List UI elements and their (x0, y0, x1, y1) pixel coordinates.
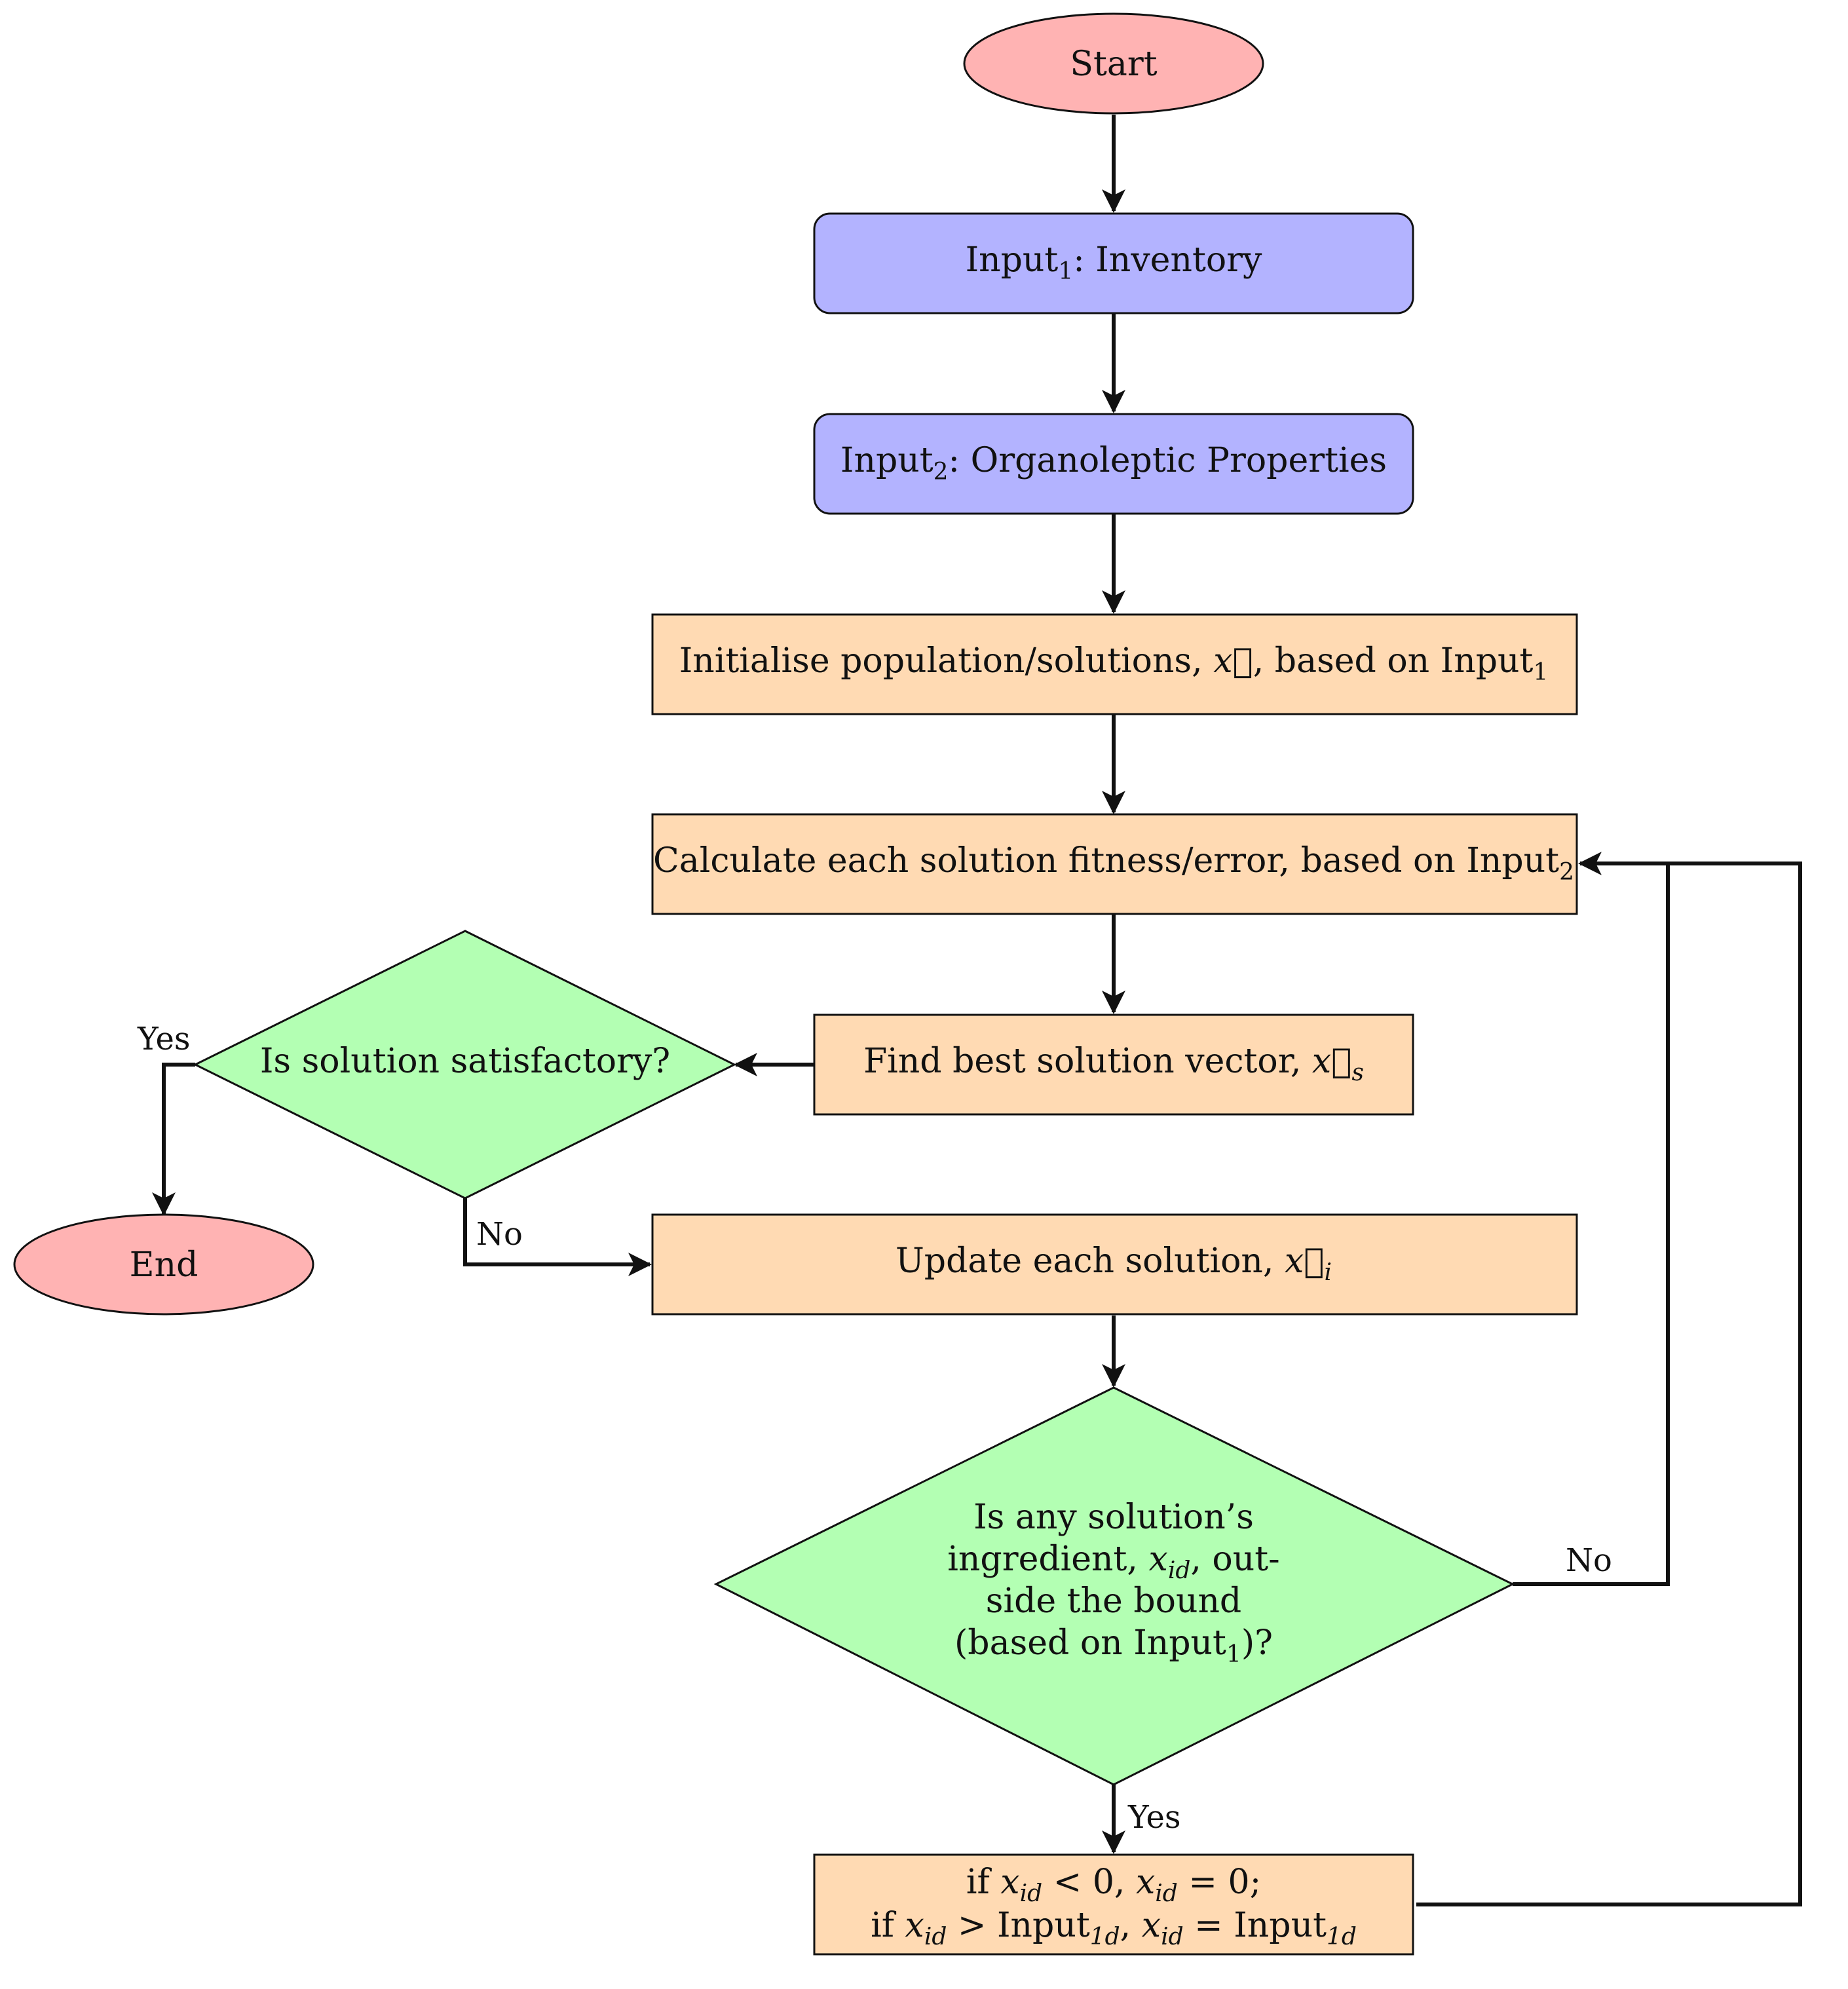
input1-label: Input1: Inventory (966, 240, 1262, 285)
bound-label-line3: side the bound (986, 1582, 1241, 1621)
best-node (813, 1013, 1414, 1116)
nodes (13, 12, 1578, 1956)
start-node (963, 12, 1264, 115)
calc-label: Calculate each solution fitness/error, b… (653, 841, 1574, 886)
clamp-label-line2: if xid > Input1d, xid = Input1d (871, 1906, 1357, 1950)
edge-bound-no-calc (1513, 852, 1670, 1586)
bound-label: Is any solution’s ingredient, xid, out- … (947, 1498, 1279, 1668)
edge-satisfactory-yes-end (152, 1063, 195, 1216)
edge-label-satisfactory-no: No (476, 1216, 523, 1253)
clamp-label: if xid < 0, xid = 0; if xid > Input1d, x… (871, 1863, 1357, 1950)
satisfactory-decision (193, 930, 737, 1200)
init-label: Initialise population/solutions, x⃗, bas… (679, 641, 1549, 686)
satisfactory-label: Is solution satisfactory? (260, 1042, 670, 1081)
edges (152, 115, 1802, 1906)
end-node (13, 1213, 314, 1316)
edge-label-bound-no: No (1566, 1542, 1612, 1579)
edge-label-bound-yes: Yes (1127, 1799, 1181, 1836)
bound-label-line1: Is any solution’s (973, 1498, 1254, 1537)
bound-decision (713, 1386, 1515, 1786)
bound-label-line4: (based on Input1)? (954, 1623, 1273, 1668)
clamp-label-line1: if xid < 0, xid = 0; (966, 1863, 1261, 1907)
calc-node (651, 813, 1578, 915)
end-label: End (130, 1245, 198, 1285)
edge-label-satisfactory-yes: Yes (137, 1021, 191, 1057)
best-label: Find best solution vector, x⃗s (863, 1042, 1364, 1086)
input2-node (813, 413, 1414, 515)
start-label: Start (1070, 45, 1157, 84)
update-label: Update each solution, x⃗i (896, 1241, 1332, 1286)
input2-label: Input2: Organoleptic Properties (840, 441, 1387, 485)
init-node (651, 613, 1578, 715)
bound-label-line2: ingredient, xid, out- (947, 1540, 1279, 1584)
clamp-node (813, 1853, 1414, 1956)
input1-node (813, 212, 1414, 314)
edge-clamp-calc (1416, 862, 1802, 1906)
edge-satisfactory-no-update (463, 1198, 652, 1276)
update-node (651, 1213, 1578, 1316)
